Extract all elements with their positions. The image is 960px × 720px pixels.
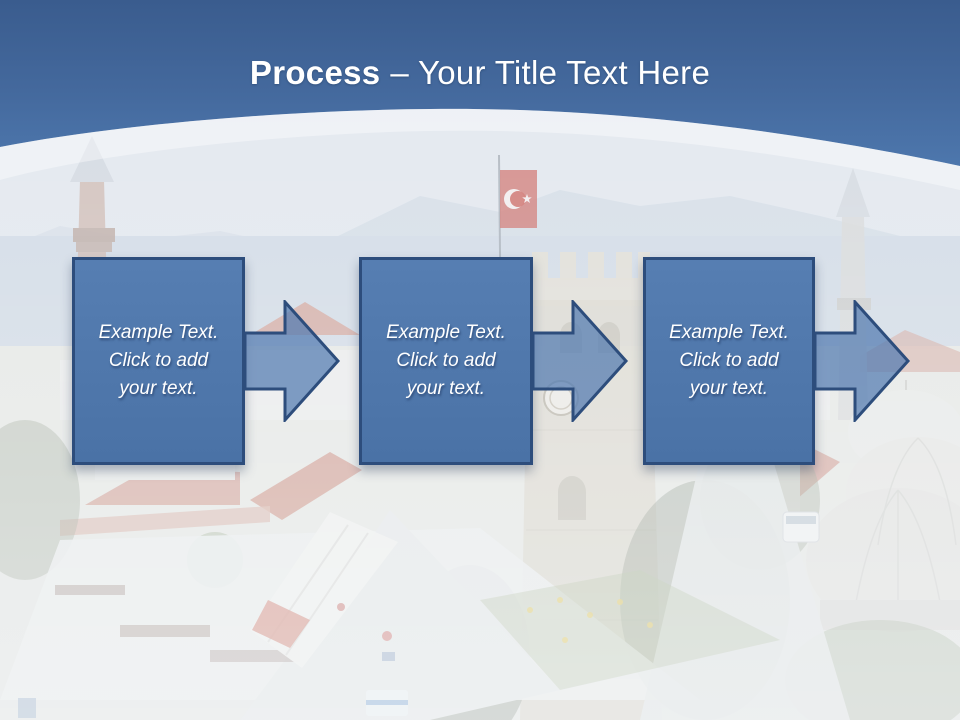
step-box-3[interactable]: Example Text. Click to add your text. <box>643 257 815 465</box>
step-text-line: Example Text. <box>386 322 506 343</box>
title-rest: – Your Title Text Here <box>390 54 711 91</box>
header-banner <box>0 0 960 190</box>
step-text-line: Click to add <box>679 350 779 371</box>
process-arrow-3 <box>813 300 911 422</box>
step-text-line: Click to add <box>108 350 209 371</box>
slide-title[interactable]: Process– Your Title Text Here <box>0 54 960 92</box>
process-arrow-1 <box>243 300 341 422</box>
step-text-line: your text. <box>119 378 198 399</box>
step-box-2[interactable]: Example Text. Click to add your text. <box>359 257 533 465</box>
process-arrow-2 <box>531 300 629 422</box>
step-text-line: your text. <box>689 378 769 399</box>
step-text-line: your text. <box>406 378 486 399</box>
header-swoosh <box>0 108 960 190</box>
step-text-line: Click to add <box>396 350 496 371</box>
step-text-line: Example Text. <box>98 322 219 343</box>
title-emphasis: Process <box>249 54 381 91</box>
step-box-1[interactable]: Example Text. Click to add your text. <box>72 257 245 465</box>
header-arc-shape <box>0 0 960 166</box>
step-text-line: Example Text. <box>669 322 789 343</box>
